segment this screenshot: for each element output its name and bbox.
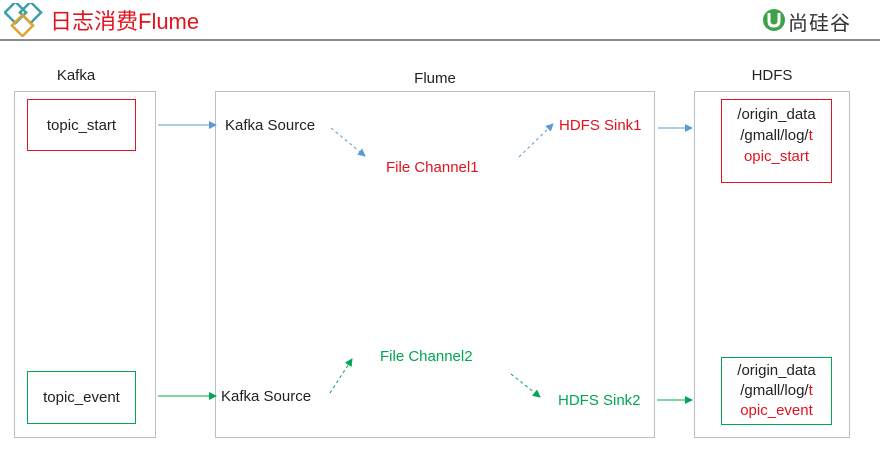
- file-channel-1: File Channel1: [386, 159, 479, 176]
- kafka-source-1: Kafka Source: [225, 117, 316, 134]
- path-start-line1: /origin_data: [737, 106, 816, 123]
- company-logo: 尚硅谷: [762, 6, 872, 35]
- arrow-source1-to-channel1: [330, 127, 366, 157]
- title-bar: 日志消费Flume 尚硅谷: [0, 0, 880, 41]
- path-event-line2-prefix: /gmall/log/: [740, 382, 809, 399]
- logo-diamonds-icon: [4, 3, 43, 37]
- path-start-line3: opic_start: [743, 148, 810, 165]
- hdfs-path-event-box: /origin_data /gmall/log/t opic_event: [721, 357, 832, 425]
- path-event-line2: /gmall/log/t: [722, 381, 831, 401]
- kafka-group-label: Kafka: [56, 67, 96, 84]
- path-start-line2: /gmall/log/t: [722, 125, 831, 146]
- arrow-source2-to-channel2: [329, 358, 353, 394]
- path-start-line2-prefix: /gmall/log/: [740, 127, 809, 144]
- path-event-line1: /origin_data: [737, 362, 816, 379]
- hdfs-path-start-box: /origin_data /gmall/log/t opic_start: [721, 99, 832, 183]
- flume-group-label: Flume: [414, 70, 456, 87]
- hdfs-group-label: HDFS: [751, 67, 793, 84]
- path-start-line2-suffix: t: [808, 127, 813, 144]
- hdfs-group-box: [694, 91, 850, 438]
- title-divider: [0, 39, 880, 41]
- topic-start-box: topic_start: [27, 99, 136, 151]
- kafka-source-2: Kafka Source: [221, 388, 312, 405]
- path-event-line3: opic_event: [740, 402, 813, 419]
- logo-u-icon: [763, 9, 785, 31]
- file-channel-2: File Channel2: [380, 348, 473, 365]
- hdfs-sink-1: HDFS Sink1: [559, 117, 642, 134]
- kafka-group-box: [14, 91, 156, 438]
- path-event-line2-suffix: t: [808, 382, 813, 399]
- arrow-channel1-to-sink1: [518, 123, 554, 158]
- logo-text: 尚硅谷: [788, 13, 851, 35]
- page-title: 日志消费Flume: [50, 9, 200, 34]
- flume-group-box: [215, 91, 655, 438]
- arrow-channel2-to-sink2: [510, 373, 541, 398]
- topic-event-box: topic_event: [27, 371, 136, 424]
- hdfs-sink-2: HDFS Sink2: [558, 392, 641, 409]
